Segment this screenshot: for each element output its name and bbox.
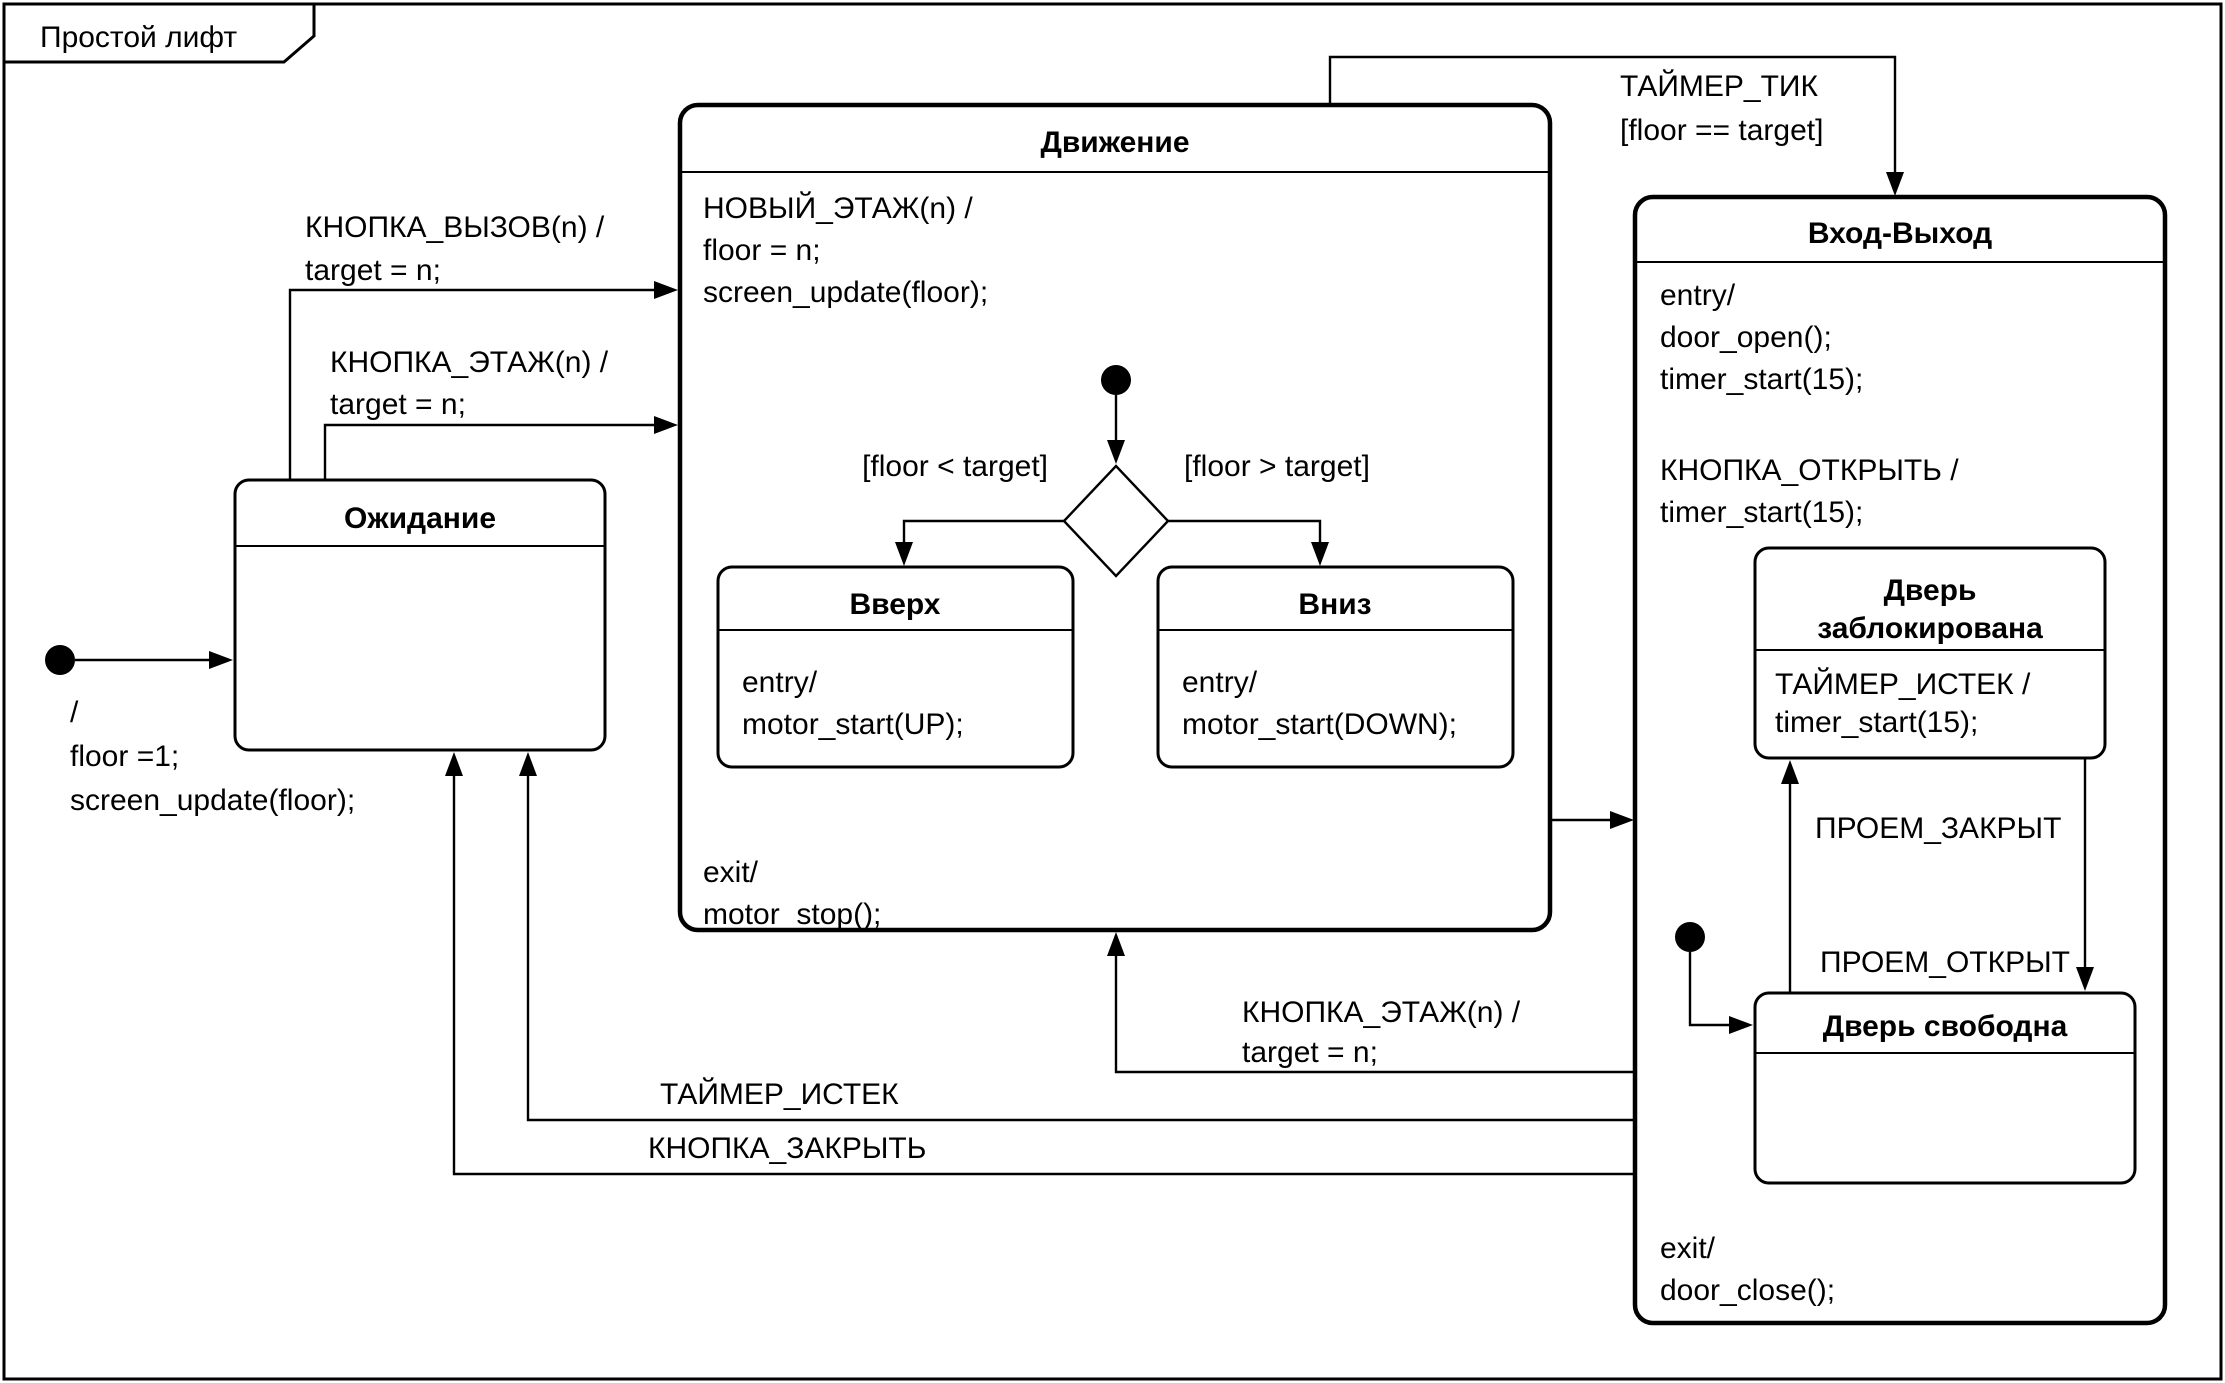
transition-proem-otkryt: ПРОЕМ_ОТКРЫТ	[1820, 758, 2094, 991]
transition-label: target = n;	[330, 388, 466, 421]
state-vhod-vyhod: Вход-Выход entry/ door_open(); timer_sta…	[1632, 194, 2168, 1326]
arrowhead	[654, 416, 678, 434]
arrowhead	[2076, 967, 2094, 991]
transition-initial-dver	[1675, 922, 1753, 1034]
arrowhead	[895, 542, 913, 566]
transition-knopka-etazh: КНОПКА_ЭТАЖ(n) / target = n;	[323, 346, 678, 480]
exit-action: motor_stop();	[703, 898, 881, 931]
choice-diamond	[1062, 464, 1170, 578]
transition-label: /	[70, 696, 79, 729]
arrowhead	[654, 281, 678, 299]
state-box	[233, 478, 607, 752]
diagram-title-tab: Простой лифт	[2, 2, 316, 64]
entry-action: motor_start(DOWN);	[1182, 708, 1457, 741]
state-title: Ожидание	[344, 502, 496, 535]
initial-state-dot	[1101, 365, 1131, 395]
transition-proem-zakryt: ПРОЕМ_ЗАКРЫТ	[1781, 760, 2061, 993]
entry-action: motor_start(UP);	[742, 708, 964, 741]
state-dver-zablokirovana: Дверь заблокирована ТАЙМЕР_ИСТЕК / timer…	[1753, 546, 2107, 760]
internal-action: НОВЫЙ_ЭТАЖ(n) /	[703, 191, 973, 225]
state-title: Дверь	[1884, 574, 1977, 607]
transition-label: [floor == target]	[1620, 114, 1823, 147]
internal-action: ТАЙМЕР_ИСТЕК /	[1775, 667, 2031, 701]
state-title: заблокирована	[1817, 612, 2043, 645]
guard-label: [floor > target]	[1184, 450, 1370, 483]
state-vverh: Вверх entry/ motor_start(UP);	[716, 565, 1075, 769]
arrowhead	[1729, 1016, 1753, 1034]
arrowhead	[445, 752, 463, 776]
arrowhead	[1781, 760, 1799, 784]
transition-knopka-etazh-return: КНОПКА_ЭТАЖ(n) / target = n;	[1107, 932, 1755, 1074]
diagram-title: Простой лифт	[40, 21, 237, 54]
exit-action: exit/	[703, 856, 759, 889]
entry-action: entry/	[1182, 666, 1258, 699]
arrowhead	[1107, 932, 1125, 956]
state-title: Вверх	[849, 588, 940, 621]
internal-action: КНОПКА_ОТКРЫТЬ /	[1660, 454, 1959, 487]
state-box	[1753, 546, 2107, 760]
internal-action: screen_update(floor);	[703, 276, 988, 309]
initial-state-dot	[1675, 922, 1705, 952]
transition-initial-main: / floor =1; screen_update(floor);	[45, 645, 355, 817]
entry-action: timer_start(15);	[1660, 363, 1863, 396]
internal-action: timer_start(15);	[1775, 706, 1978, 739]
entry-action: entry/	[742, 666, 818, 699]
state-title: Движение	[1040, 126, 1189, 159]
state-box	[716, 565, 1075, 769]
arrowhead	[519, 752, 537, 776]
state-dver-svobodna: Дверь свободна	[1753, 991, 2137, 1185]
state-dvizhenie: Движение НОВЫЙ_ЭТАЖ(n) / floor = n; scre…	[677, 102, 1553, 933]
transition-knopka-vyzov: КНОПКА_ВЫЗОВ(n) / target = n;	[288, 211, 678, 480]
arrowhead	[1311, 542, 1329, 566]
state-title: Дверь свободна	[1823, 1010, 2068, 1043]
state-ozhidanie: Ожидание	[233, 478, 607, 752]
transition-label: ПРОЕМ_ЗАКРЫТ	[1815, 812, 2061, 845]
state-box	[1156, 565, 1515, 769]
exit-action: exit/	[1660, 1232, 1716, 1265]
internal-action: timer_start(15);	[1660, 496, 1863, 529]
arrowhead	[209, 651, 233, 669]
transition-timer-tik: ТАЙМЕР_ТИК [floor == target]	[1328, 55, 1904, 196]
arrowhead	[1610, 811, 1634, 829]
transition-label: floor =1;	[70, 740, 179, 773]
title-tab-shape	[2, 2, 316, 64]
arrowhead	[1886, 172, 1904, 196]
transition-label: ТАЙМЕР_ТИК	[1620, 69, 1818, 103]
transition-timer-istek: ТАЙМЕР_ИСТЕК	[519, 752, 1755, 1122]
state-box	[1753, 991, 2137, 1185]
entry-action: door_open();	[1660, 321, 1832, 354]
transition-label: ПРОЕМ_ОТКРЫТ	[1820, 946, 2070, 979]
transition-label: КНОПКА_ЭТАЖ(n) /	[330, 346, 609, 379]
arrowhead	[1107, 440, 1125, 464]
transition-label: screen_update(floor);	[70, 784, 355, 817]
transition-label: target = n;	[1242, 1036, 1378, 1069]
transition-label: КНОПКА_ВЫЗОВ(n) /	[305, 211, 605, 244]
guard-label: [floor < target]	[862, 450, 1048, 483]
state-title: Вход-Выход	[1808, 217, 1992, 250]
transition-label: КНОПКА_ЗАКРЫТЬ	[648, 1132, 926, 1165]
entry-action: entry/	[1660, 279, 1736, 312]
state-title: Вниз	[1298, 588, 1371, 621]
transition-label: ТАЙМЕР_ИСТЕК	[660, 1077, 899, 1111]
state-vniz: Вниз entry/ motor_start(DOWN);	[1156, 565, 1515, 769]
transition-knopka-zakryt: КНОПКА_ЗАКРЫТЬ	[445, 752, 1755, 1176]
exit-action: door_close();	[1660, 1274, 1835, 1307]
initial-state-dot	[45, 645, 75, 675]
transition-label: КНОПКА_ЭТАЖ(n) /	[1242, 996, 1521, 1029]
transition-label: target = n;	[305, 254, 441, 287]
internal-action: floor = n;	[703, 234, 821, 267]
